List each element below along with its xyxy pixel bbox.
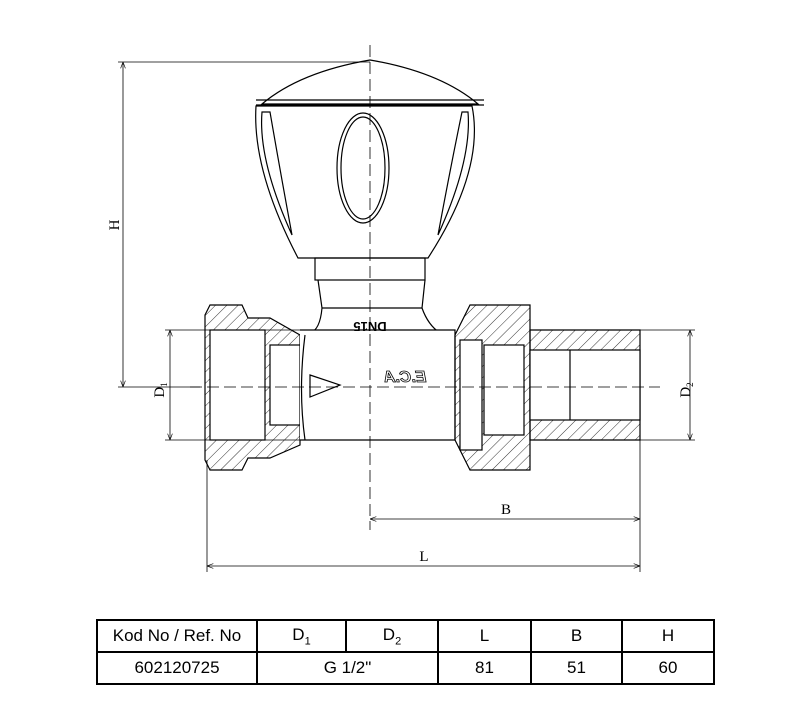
brand-marking: E.C.A bbox=[384, 369, 427, 386]
cell-b: 51 bbox=[530, 651, 623, 685]
cell-d: G 1/2" bbox=[256, 651, 439, 685]
dim-h-label: H bbox=[107, 219, 123, 230]
header-b: B bbox=[530, 619, 623, 653]
dimensions-table: Kod No / Ref. No D1 D2 L B H 602120725 G… bbox=[96, 619, 715, 685]
dim-d1-label: D1 bbox=[152, 382, 169, 397]
cell-h: 60 bbox=[621, 651, 715, 685]
dim-d2-label: D2 bbox=[678, 382, 695, 397]
table-row: 602120725 G 1/2" 81 51 60 bbox=[96, 651, 715, 685]
dim-l-label: L bbox=[419, 549, 428, 565]
header-d2: D2 bbox=[345, 619, 439, 653]
header-d1: D1 bbox=[256, 619, 347, 653]
dim-b-label: B bbox=[501, 502, 511, 518]
inlet-female-thread-section bbox=[204, 304, 301, 471]
header-code: Kod No / Ref. No bbox=[96, 619, 258, 653]
valve-technical-drawing: H D1 D2 B L DN15 E.C.A bbox=[107, 45, 695, 572]
body-marking-dn15: DN15 bbox=[353, 319, 386, 334]
valve-body bbox=[300, 329, 456, 441]
header-l: L bbox=[437, 619, 532, 653]
center-lines bbox=[190, 45, 660, 530]
outlet-union-section bbox=[454, 304, 641, 471]
cell-code: 602120725 bbox=[96, 651, 258, 685]
table-header-row: Kod No / Ref. No D1 D2 L B H bbox=[96, 619, 715, 653]
cell-l: 81 bbox=[437, 651, 532, 685]
header-h: H bbox=[621, 619, 715, 653]
dimension-lines bbox=[118, 61, 695, 572]
